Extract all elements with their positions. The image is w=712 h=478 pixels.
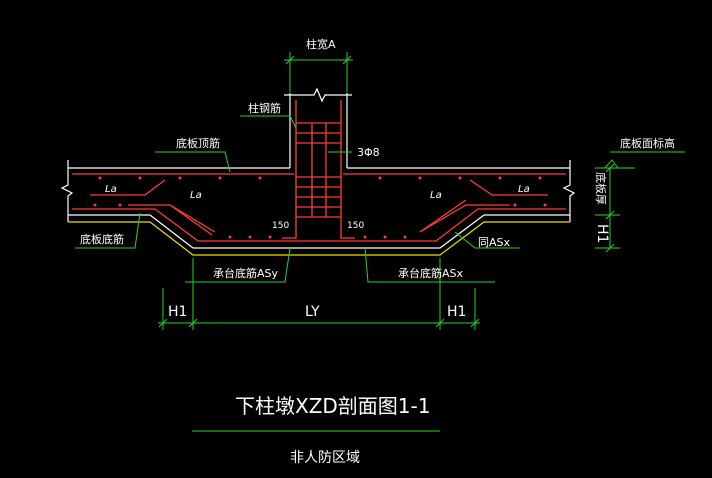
slab-top-rebar-label: 底板顶筋 [176,136,220,150]
slab-thickness-label: 底板厚 [594,172,608,205]
column-width-label: 柱宽A [306,37,336,51]
slab-bottom-rebar-label: 底板底筋 [80,232,124,246]
soil-lines [68,221,570,256]
cap-bottom-asy-label: 承台底筋ASy [213,266,279,280]
stirrup-label: 3Φ8 [357,146,380,159]
dim-ly: LY [305,304,320,320]
la-label-1: La [105,184,117,195]
la-label-4: La [518,184,530,195]
slab-top-elevation-label: 底板面标高 [620,136,675,150]
rebar-dots [93,176,547,239]
rebar-lines [72,100,566,242]
same-asx-label: 同ASx [478,236,511,249]
dim-150-right: 150 [347,221,364,231]
dim-150-left: 150 [272,221,289,231]
drawing-subtitle: 非人防区域 [290,450,360,466]
column-rebar-label: 柱钢筋 [248,101,281,115]
dim-h1-vertical: H1 [594,224,610,243]
concrete-outline [60,87,576,249]
dimension-lines [75,52,685,432]
la-label-2: La [190,190,202,201]
cap-bottom-asx-label: 承台底筋ASx [398,266,464,280]
la-label-3: La [430,190,442,201]
dim-h1-left: H1 [168,304,187,320]
drawing-title: 下柱墩XZD剖面图1-1 [235,394,430,418]
dim-h1-right: H1 [447,304,466,320]
